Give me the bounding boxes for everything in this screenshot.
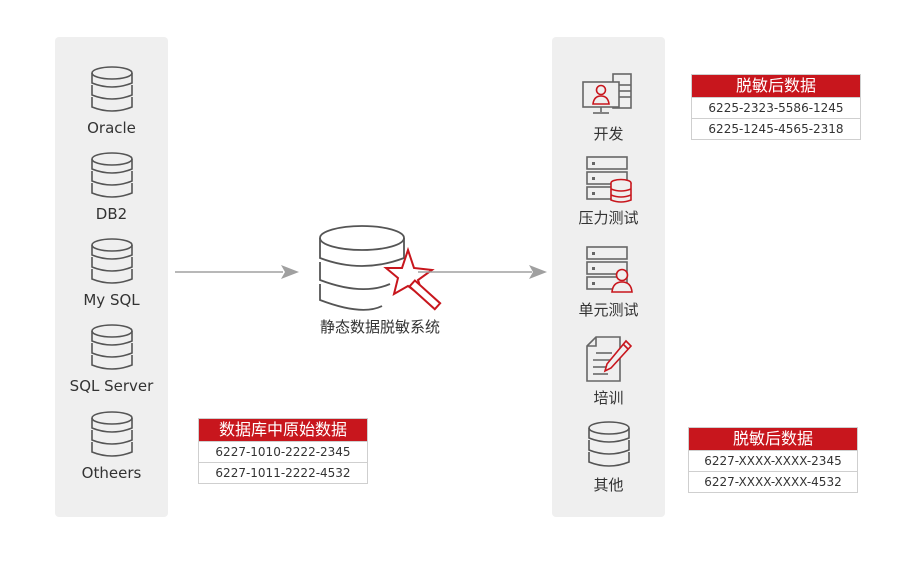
source-sqlserver[interactable]: SQL Server — [55, 323, 168, 395]
table-header: 脱敏后数据 — [692, 75, 860, 97]
server-user-icon — [585, 246, 633, 293]
database-icon — [90, 66, 133, 112]
source-mysql[interactable]: My SQL — [55, 237, 168, 309]
database-icon — [90, 411, 133, 457]
table-row: 6227-XXXX-XXXX-4532 — [689, 471, 857, 492]
table-header: 脱敏后数据 — [689, 428, 857, 450]
table-row: 6227-1010-2222-2345 — [199, 441, 367, 462]
source-databases-panel: Oracle DB2 My SQL — [55, 37, 168, 517]
target-environments-panel: 开发 压力测试 — [552, 37, 665, 517]
source-label: Oracle — [87, 119, 136, 137]
center-label: 静态数据脱敏系统 — [319, 318, 440, 336]
masked-data-table-top: 脱敏后数据 6225-2323-5586-1245 6225-1245-4565… — [691, 74, 861, 140]
target-label: 培训 — [593, 389, 624, 407]
table-row: 6225-2323-5586-1245 — [692, 97, 860, 118]
masking-system[interactable]: 静态数据脱敏系统 — [300, 220, 460, 337]
masked-data-table-bottom: 脱敏后数据 6227-XXXX-XXXX-2345 6227-XXXX-XXXX… — [688, 427, 858, 493]
source-label: DB2 — [95, 205, 128, 223]
target-training[interactable]: 培训 — [552, 335, 665, 408]
source-label: SQL Server — [69, 377, 154, 395]
target-label: 压力测试 — [578, 209, 639, 227]
original-data-table: 数据库中原始数据 6227-1010-2222-2345 6227-1011-2… — [198, 418, 368, 484]
developer-workstation-icon — [581, 73, 632, 114]
database-icon — [90, 152, 133, 198]
source-db2[interactable]: DB2 — [55, 151, 168, 223]
target-label: 其他 — [593, 476, 624, 494]
target-label: 单元测试 — [578, 301, 639, 319]
server-database-icon — [585, 156, 632, 203]
source-others[interactable]: Otheers — [55, 410, 168, 482]
target-development[interactable]: 开发 — [552, 71, 665, 144]
flow-arrow-right-icon — [175, 265, 299, 279]
database-icon — [587, 421, 630, 467]
table-row: 6225-1245-4565-2318 — [692, 118, 860, 139]
target-stress-test[interactable]: 压力测试 — [552, 155, 665, 228]
target-label: 开发 — [593, 125, 624, 143]
table-row: 6227-XXXX-XXXX-2345 — [689, 450, 857, 471]
database-icon — [90, 324, 133, 370]
source-oracle[interactable]: Oracle — [55, 65, 168, 137]
table-row: 6227-1011-2222-4532 — [199, 462, 367, 483]
table-header: 数据库中原始数据 — [199, 419, 367, 441]
flow-arrow-right-icon — [418, 265, 547, 279]
database-magic-wand-icon — [319, 225, 442, 311]
source-label: Otheers — [81, 464, 142, 482]
source-label: My SQL — [83, 291, 140, 309]
target-unit-test[interactable]: 单元测试 — [552, 245, 665, 320]
document-pen-icon — [585, 336, 632, 382]
database-icon — [90, 238, 133, 284]
target-others[interactable]: 其他 — [552, 420, 665, 495]
